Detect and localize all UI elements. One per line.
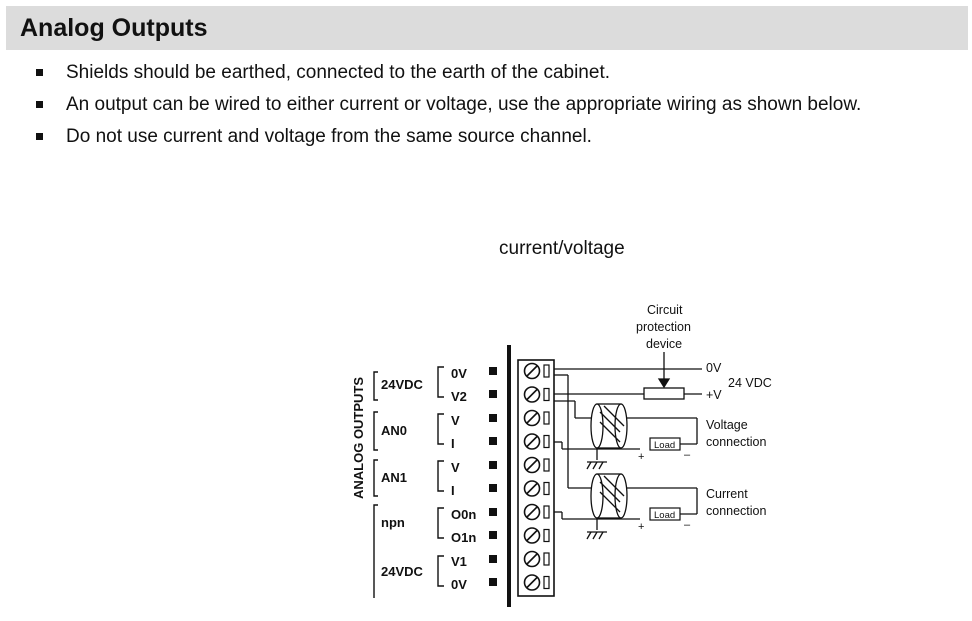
screw-slot <box>526 553 538 565</box>
pin-label: V1 <box>451 554 467 569</box>
group-label-24vdc-bottom: 24VDC <box>381 564 424 579</box>
pin-label: V2 <box>451 389 467 404</box>
terminal-slot <box>543 387 550 402</box>
group-label-an0: AN0 <box>381 423 407 438</box>
pin-label: 0V <box>451 366 467 381</box>
screw-slot <box>526 576 538 589</box>
load-label: Load <box>654 440 675 451</box>
pin-label: 0V <box>451 577 467 592</box>
pin-label: I <box>451 483 455 498</box>
group-brackets <box>373 371 378 598</box>
screw-slot <box>526 459 538 471</box>
section-header: Analog Outputs <box>6 6 968 50</box>
list-item: An output can be wired to either current… <box>34 92 861 124</box>
device-label: device <box>646 337 682 351</box>
device-label: Circuit <box>647 303 683 317</box>
bullet-square-icon <box>36 133 43 140</box>
group-label-24vdc-top: 24VDC <box>381 377 424 392</box>
bullet-square-icon <box>36 69 43 76</box>
ground-icon <box>586 531 607 540</box>
terminal-slot <box>543 481 550 496</box>
pin-label: O0n <box>451 507 476 522</box>
screw-slot <box>526 529 538 542</box>
voltage-connection-label: Voltage <box>706 418 748 432</box>
terminal-slot <box>543 364 550 378</box>
load-box: Load + – <box>638 437 691 463</box>
current-connection-label: connection <box>706 504 767 518</box>
group-label-an1: AN1 <box>381 470 407 485</box>
plus-v-label: +V <box>706 388 722 402</box>
terminal-slot <box>543 458 550 472</box>
terminal-slot <box>543 575 550 590</box>
device-label: protection <box>636 320 691 334</box>
voltage-connection-label: connection <box>706 435 767 449</box>
pin-label: V <box>451 413 460 428</box>
terminal-slot <box>543 505 550 519</box>
terminal-slot <box>543 434 550 449</box>
list-item: Shields should be earthed, connected to … <box>34 60 861 92</box>
screw-slot <box>526 412 538 424</box>
analog-outputs-side-label: ANALOG OUTPUTS <box>351 377 366 499</box>
current-connection-label: Current <box>706 487 748 501</box>
page-title: Analog Outputs <box>20 14 208 42</box>
load-box: Load + – <box>638 507 691 533</box>
terminal-screws <box>523 362 550 591</box>
screw-slot <box>526 506 538 518</box>
pin-label: O1n <box>451 530 476 545</box>
bullet-text: An output can be wired to either current… <box>66 94 862 115</box>
terminal-slot <box>543 528 550 543</box>
group-label-npn: npn <box>381 515 405 530</box>
bullet-square-icon <box>36 101 43 108</box>
terminal-block <box>507 345 555 607</box>
pin-markers <box>489 367 497 586</box>
circuit-protection-device-icon <box>643 352 685 400</box>
minus-sign: – <box>684 449 691 461</box>
bullet-list: Shields should be earthed, connected to … <box>34 60 861 156</box>
screw-slot <box>526 388 538 401</box>
shield-cable-icon <box>590 473 628 530</box>
bullet-text: Shields should be earthed, connected to … <box>66 62 610 83</box>
plus-sign: + <box>638 521 644 533</box>
pin-label: I <box>451 436 455 451</box>
pin-brackets <box>437 366 444 587</box>
ground-icon <box>586 461 607 470</box>
bullet-text: Do not use current and voltage from the … <box>66 126 592 147</box>
supply-label: 24 VDC <box>728 376 772 390</box>
screw-slot <box>526 435 538 448</box>
diagram-caption: current/voltage <box>499 238 625 259</box>
screw-slot <box>526 482 538 495</box>
load-label: Load <box>654 510 675 521</box>
shield-cable-icon <box>590 403 628 460</box>
pin-labels: 0V V2 V I V I O0n O1n V1 0V <box>451 366 476 592</box>
pin-label: V <box>451 460 460 475</box>
terminal-slot <box>543 411 550 425</box>
zero-v-label: 0V <box>706 361 722 375</box>
plus-sign: + <box>638 451 644 463</box>
list-item: Do not use current and voltage from the … <box>34 124 861 156</box>
screw-slot <box>526 365 538 377</box>
terminal-slot <box>543 552 550 566</box>
minus-sign: – <box>684 519 691 531</box>
